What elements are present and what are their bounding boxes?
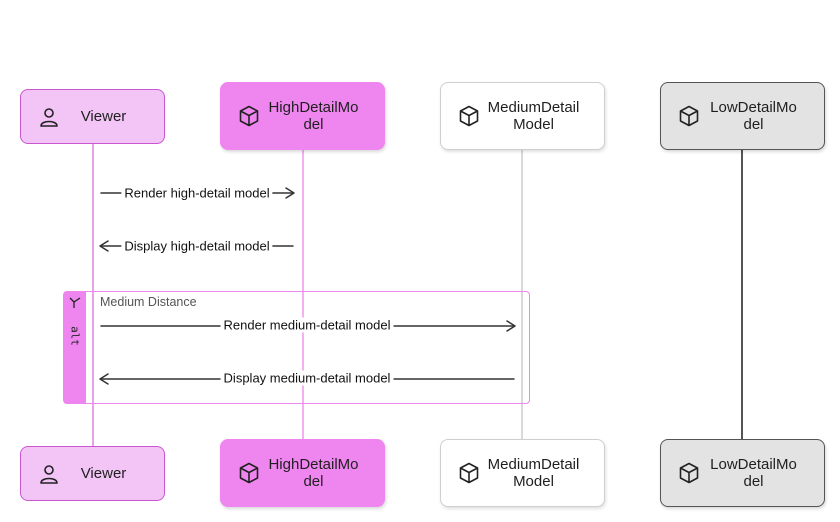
message-2-arrowhead <box>99 240 109 252</box>
participant-high-detail-model-bottom[interactable]: HighDetailMo del <box>220 439 385 507</box>
message-4-arrowhead <box>99 373 109 385</box>
cube-icon <box>239 462 259 484</box>
participant-label: Viewer <box>80 465 127 482</box>
participant-label: HighDetailMo del <box>268 99 359 133</box>
alt-tab: alt <box>64 292 86 403</box>
participant-viewer-top[interactable]: Viewer <box>20 89 165 144</box>
message-label-display-medium: Display medium-detail model <box>220 370 394 386</box>
alt-fragment: alt Medium Distance <box>63 291 530 404</box>
participant-high-detail-model-top[interactable]: HighDetailMo del <box>220 82 385 150</box>
participant-low-detail-model-bottom[interactable]: LowDetailMo del <box>660 439 825 507</box>
cube-icon <box>679 462 699 484</box>
participant-medium-detail-model-top[interactable]: MediumDetail Model <box>440 82 605 150</box>
lifeline-high-detail-model <box>302 150 304 440</box>
message-label-display-high: Display high-detail model <box>121 238 273 254</box>
cube-icon <box>239 105 259 127</box>
user-icon <box>40 464 58 484</box>
message-1-arrowhead <box>285 187 295 199</box>
branch-icon <box>69 297 81 308</box>
lifeline-low-detail-model <box>741 150 743 440</box>
message-3-arrowhead <box>506 320 516 332</box>
participant-viewer-bottom[interactable]: Viewer <box>20 446 165 501</box>
cube-icon <box>459 105 479 127</box>
lifeline-viewer <box>92 144 94 446</box>
participant-label: MediumDetail Model <box>487 456 580 490</box>
alt-condition: Medium Distance <box>100 295 197 309</box>
participant-label: LowDetailMo del <box>710 456 797 490</box>
lifeline-medium-detail-model <box>521 150 523 440</box>
participant-label: MediumDetail Model <box>487 99 580 133</box>
participant-label: HighDetailMo del <box>268 456 359 490</box>
participant-low-detail-model-top[interactable]: LowDetailMo del <box>660 82 825 150</box>
participant-label: LowDetailMo del <box>710 99 797 133</box>
message-label-render-medium: Render medium-detail model <box>220 317 394 333</box>
user-icon <box>40 107 58 127</box>
cube-icon <box>679 105 699 127</box>
participant-label: Viewer <box>80 108 127 125</box>
message-label-render-high: Render high-detail model <box>121 185 273 201</box>
participant-medium-detail-model-bottom[interactable]: MediumDetail Model <box>440 439 605 507</box>
cube-icon <box>459 462 479 484</box>
